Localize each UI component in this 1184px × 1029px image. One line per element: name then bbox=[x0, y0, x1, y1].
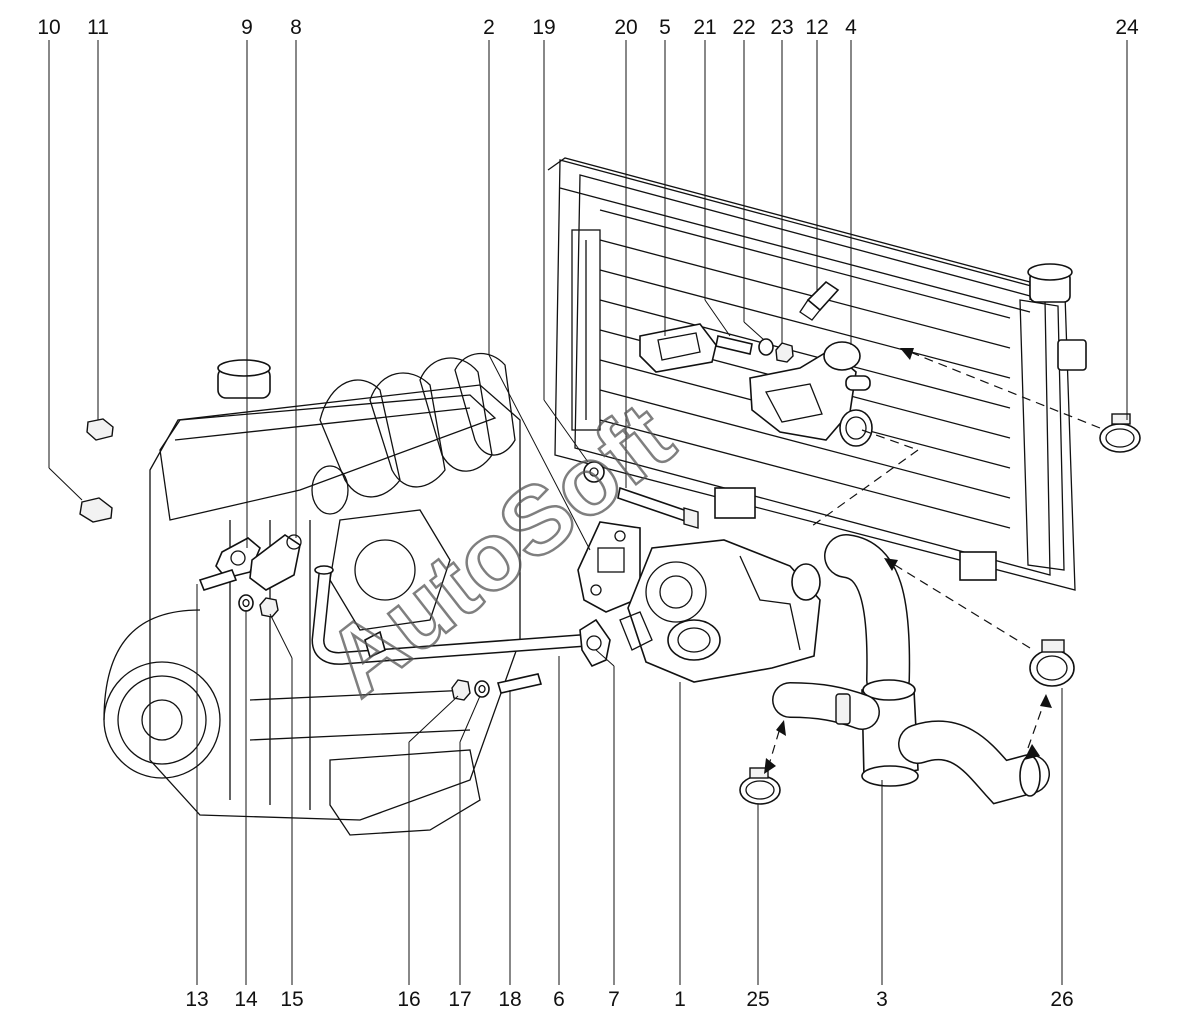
callout-22: 22 bbox=[732, 16, 755, 39]
callout-5: 5 bbox=[659, 16, 671, 39]
callout-21: 21 bbox=[693, 16, 716, 39]
callout-11: 11 bbox=[87, 16, 109, 39]
callout-2: 2 bbox=[483, 16, 495, 39]
callout-7: 7 bbox=[608, 988, 620, 1011]
callout-3: 3 bbox=[876, 988, 888, 1011]
coolant-hoses bbox=[772, 534, 1050, 805]
callout-19: 19 bbox=[532, 16, 555, 39]
callout-10: 10 bbox=[37, 16, 60, 39]
callout-17: 17 bbox=[448, 988, 471, 1011]
callout-23: 23 bbox=[770, 16, 793, 39]
assembly-arrows bbox=[764, 348, 1101, 774]
callout-24: 24 bbox=[1115, 16, 1139, 39]
callout-9: 9 bbox=[241, 16, 253, 39]
callout-26: 26 bbox=[1050, 988, 1073, 1011]
radiator-drawing bbox=[547, 157, 1087, 591]
callout-18: 18 bbox=[498, 988, 521, 1011]
callout-20: 20 bbox=[614, 16, 637, 39]
callout-labels: 10 11 9 8 2 19 20 5 21 22 23 12 4 24 13 … bbox=[37, 16, 1139, 1011]
callout-1: 1 bbox=[674, 988, 686, 1011]
callout-8: 8 bbox=[290, 16, 302, 39]
callout-25: 25 bbox=[746, 988, 769, 1011]
coolant-pipe bbox=[311, 565, 597, 665]
hose-clamps bbox=[739, 413, 1141, 805]
callout-14: 14 bbox=[234, 988, 258, 1011]
thermostat-housing bbox=[749, 341, 873, 447]
callout-15: 15 bbox=[280, 988, 303, 1011]
callout-13: 13 bbox=[185, 988, 208, 1011]
leader-lines bbox=[48, 40, 1128, 985]
callout-6: 6 bbox=[553, 988, 565, 1011]
callout-4: 4 bbox=[845, 16, 857, 39]
callout-12: 12 bbox=[805, 16, 828, 39]
engine-drawing bbox=[103, 352, 521, 836]
water-pump bbox=[577, 521, 821, 683]
callout-16: 16 bbox=[397, 988, 420, 1011]
small-parts bbox=[79, 280, 840, 701]
